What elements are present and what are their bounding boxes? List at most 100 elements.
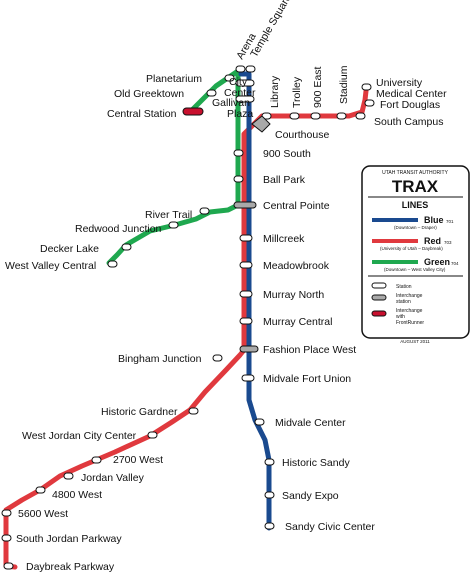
- label-decker-lake: Decker Lake: [40, 243, 99, 255]
- station-marker-arena: [235, 65, 246, 73]
- label-jordan-valley: Jordan Valley: [81, 472, 145, 484]
- label-university-medical-2: Medical Center: [376, 88, 447, 100]
- label-4800-west: 4800 West: [52, 489, 102, 501]
- label-900-east: 900 East: [312, 66, 324, 108]
- label-central-station: Central Station: [107, 108, 177, 120]
- label-fashion-place-west: Fashion Place West: [263, 344, 356, 356]
- label-city-center-2: Center: [224, 87, 256, 99]
- station-marker-4800-west: [35, 486, 46, 494]
- label-900-south: 900 South: [263, 148, 311, 160]
- label-south-campus: South Campus: [374, 116, 443, 128]
- station-marker-fort-douglas: [364, 99, 375, 107]
- label-university-medical-1: University: [376, 77, 423, 89]
- station-marker-historic-sandy: [264, 458, 275, 466]
- frontrunner-marker-central-station: [182, 107, 204, 116]
- label-murray-north: Murray North: [263, 289, 324, 301]
- station-marker-midvale-center: [254, 418, 265, 426]
- station-marker-jordan-valley: [63, 472, 74, 480]
- legend-red-number: 703: [444, 240, 452, 245]
- station-marker-gallivan-plaza: [235, 95, 255, 103]
- station-marker-stadium: [336, 112, 347, 120]
- label-central-pointe: Central Pointe: [263, 200, 330, 212]
- label-stadium: Stadium: [338, 65, 350, 104]
- label-city-center-1: City: [229, 76, 248, 88]
- legend-green-number: 704: [451, 261, 459, 266]
- label-meadowbrook: Meadowbrook: [263, 260, 330, 272]
- station-marker-sandy-civic-center: [264, 522, 275, 530]
- label-midvale-fort-union: Midvale Fort Union: [263, 373, 351, 385]
- label-old-greektown: Old Greektown: [114, 88, 184, 100]
- label-5600-west: 5600 West: [18, 508, 68, 520]
- station-marker-planetarium: [224, 74, 235, 82]
- label-river-trail: River Trail: [145, 209, 192, 221]
- station-marker-decker-lake: [121, 243, 132, 251]
- station-marker-redwood-junction: [168, 221, 179, 229]
- legend-frontrunner-swatch: [371, 310, 387, 317]
- legend-frontrunner-label-2: with: [396, 314, 405, 320]
- legend: UTAH TRANSIT AUTHORITY TRAX LINES Blue 7…: [361, 165, 470, 344]
- station-marker-900-south: [233, 149, 244, 157]
- label-bingham-junction: Bingham Junction: [118, 353, 202, 365]
- label-historic-gardner: Historic Gardner: [101, 406, 178, 418]
- station-marker-city-center: [235, 79, 255, 87]
- station-marker-university-medical: [361, 83, 372, 91]
- station-marker-millcreek: [239, 234, 253, 242]
- station-marker-murray-central: [239, 317, 253, 325]
- label-millcreek: Millcreek: [263, 233, 305, 245]
- red-line: [3, 88, 369, 570]
- station-marker-river-trail: [199, 207, 210, 215]
- station-marker-murray-north: [239, 290, 253, 298]
- interchange-marker-central-pointe: [233, 201, 257, 209]
- station-marker-midvale-fort-union: [241, 374, 255, 382]
- legend-blue-name: Blue: [424, 215, 444, 225]
- label-south-jordan-parkway: South Jordan Parkway: [16, 533, 122, 545]
- label-trolley: Trolley: [291, 76, 303, 108]
- station-marker-west-jordan-city-center: [147, 431, 158, 439]
- station-marker-ball-park: [233, 175, 244, 183]
- label-murray-central: Murray Central: [263, 316, 332, 328]
- label-midvale-center: Midvale Center: [275, 417, 346, 429]
- label-redwood-junction: Redwood Junction: [75, 223, 162, 235]
- legend-blue-route: (Downtown – Draper): [394, 225, 437, 230]
- station-marker-south-jordan-parkway: [1, 534, 12, 542]
- label-historic-sandy: Historic Sandy: [282, 457, 350, 469]
- station-marker-meadowbrook: [239, 261, 253, 269]
- station-marker-daybreak-parkway: [3, 562, 14, 570]
- station-marker-old-greektown: [206, 89, 217, 97]
- label-fort-douglas: Fort Douglas: [380, 99, 440, 111]
- label-planetarium: Planetarium: [146, 73, 202, 85]
- station-marker-historic-gardner: [188, 407, 199, 415]
- legend-frontrunner-label-1: Interchange: [396, 308, 423, 314]
- label-west-valley-central: West Valley Central: [5, 260, 96, 272]
- legend-interchange-swatch: [371, 294, 387, 301]
- station-marker-bingham-junction: [212, 354, 223, 362]
- legend-green-name: Green: [424, 257, 450, 267]
- label-gallivan-2: Plaza: [227, 108, 253, 120]
- interchange-markers: [233, 115, 271, 353]
- station-marker-trolley: [289, 112, 300, 120]
- legend-green-route: (Downtown – West Valley City): [384, 267, 446, 272]
- label-temple-square: Temple Square: [248, 0, 294, 59]
- interchange-marker-fashion-place-west: [239, 345, 259, 353]
- legend-box: [361, 165, 470, 339]
- label-daybreak-parkway: Daybreak Parkway: [26, 561, 115, 573]
- station-marker-west-valley-central: [107, 260, 118, 268]
- station-labels: Arena Temple Square Planetarium Old Gree…: [5, 0, 447, 573]
- station-marker-900-east: [310, 112, 321, 120]
- interchange-marker-courthouse: [251, 115, 271, 133]
- label-gallivan-1: Gallivan: [212, 97, 250, 109]
- station-marker-sandy-expo: [264, 491, 275, 499]
- legend-date: AUGUST 2011: [400, 339, 430, 344]
- label-sandy-civic-center: Sandy Civic Center: [285, 521, 375, 533]
- legend-authority: UTAH TRANSIT AUTHORITY: [382, 170, 449, 176]
- legend-lines-heading: LINES: [402, 200, 429, 210]
- legend-station-label: Station: [396, 284, 412, 290]
- legend-interchange-label-1: Interchange: [396, 293, 423, 299]
- label-2700-west: 2700 West: [113, 454, 163, 466]
- station-marker-temple-square: [245, 65, 256, 73]
- legend-frontrunner-label-3: FrontRunner: [396, 320, 424, 326]
- legend-station-swatch: [371, 282, 387, 289]
- label-courthouse: Courthouse: [275, 129, 329, 141]
- station-marker-5600-west: [1, 509, 12, 517]
